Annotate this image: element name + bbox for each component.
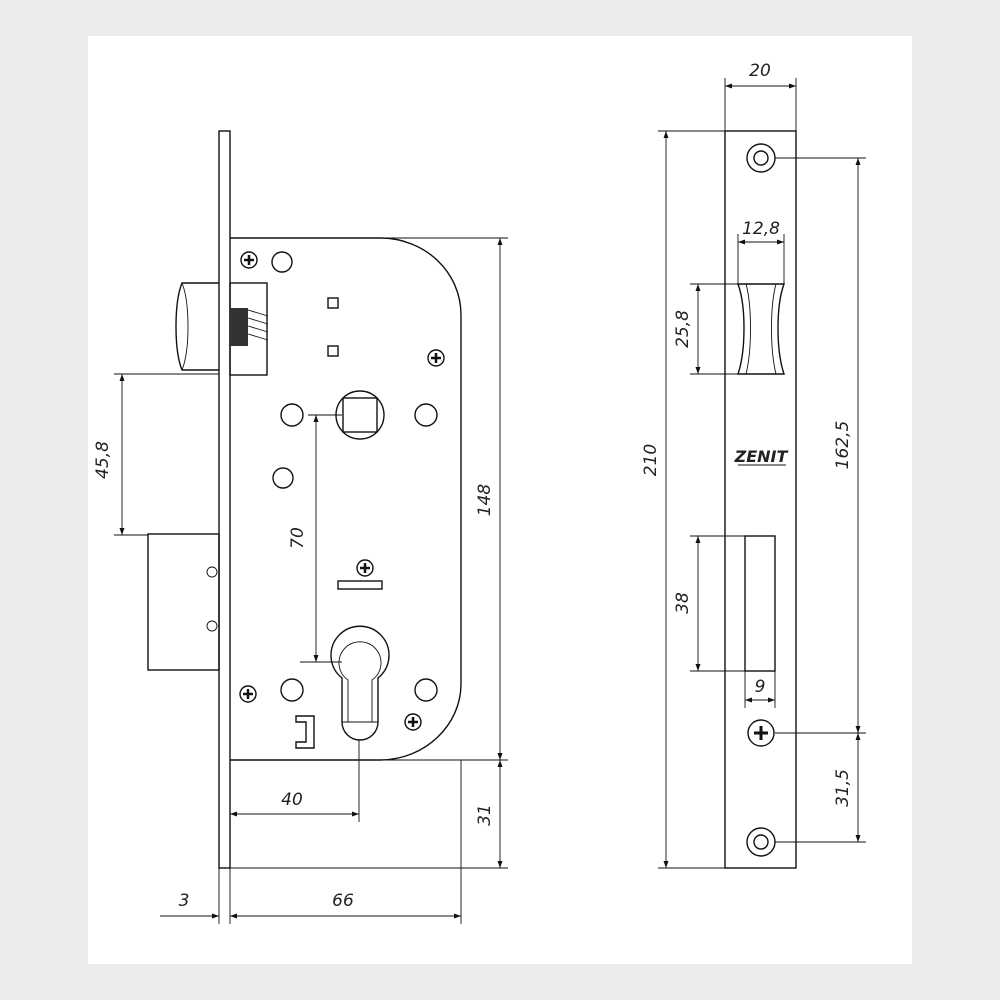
case-screw — [240, 251, 258, 269]
dim-label: 31,5 — [833, 769, 853, 807]
faceplate-front — [724, 130, 797, 869]
faceplate-side — [218, 130, 231, 869]
dim-bolt-offset: 45,8 — [93, 373, 219, 536]
dim-faceplate-width: 20 — [724, 61, 797, 131]
dim-handle-to-cylinder: 70 — [288, 414, 342, 663]
case-hole — [414, 678, 438, 702]
dim-latch-height: 25,8 — [673, 283, 738, 375]
mounting-hole-bottom — [746, 827, 776, 857]
pin-square-bottom — [327, 345, 339, 357]
slot — [337, 580, 383, 590]
dim-deadbolt-width: 9 — [744, 671, 776, 708]
dim-label: 25,8 — [673, 310, 693, 348]
dim-label: 9 — [755, 677, 766, 697]
dim-label: 12,8 — [742, 219, 780, 239]
cylinder-cutout — [330, 625, 390, 741]
case-hole — [280, 403, 304, 427]
latch-bolt — [175, 282, 269, 376]
pin-square-top — [327, 297, 339, 309]
dim-backset: 40 — [230, 740, 360, 822]
case-screw — [239, 685, 257, 703]
dim-screw-to-hole: 31,5 — [775, 733, 866, 843]
dim-label: 3 — [179, 891, 190, 911]
deadbolt-front — [744, 535, 776, 672]
dim-label: 40 — [281, 790, 303, 810]
dim-mounting-holes: 162,5 — [775, 157, 866, 734]
mounting-hole-top — [746, 143, 776, 173]
case-hole — [280, 678, 304, 702]
front-view: ZENIT 20 12,8 — [641, 61, 866, 869]
lock-case — [230, 237, 462, 761]
latch-front — [737, 283, 785, 375]
dim-faceplate-length: 210 — [641, 130, 725, 869]
deadbolt — [147, 533, 220, 671]
case-screw — [356, 559, 374, 577]
handle-follower — [335, 390, 385, 440]
dim-label: 162,5 — [833, 421, 853, 470]
bracket — [295, 715, 315, 749]
case-hole — [414, 403, 438, 427]
case-screw — [427, 349, 445, 367]
dim-case-height: 148 — [380, 237, 508, 761]
dim-label: 20 — [749, 61, 771, 81]
side-view: 45,8 70 148 31 40 — [93, 130, 508, 924]
dim-latch-width: 12,8 — [737, 219, 785, 284]
faceplate-screw — [747, 719, 775, 747]
dim-label: 45,8 — [93, 441, 113, 479]
dim-label: 31 — [475, 804, 495, 826]
brand-logo: ZENIT — [734, 447, 789, 466]
dim-label: 148 — [475, 484, 495, 517]
case-hole — [272, 467, 294, 489]
dim-bottom-gap: 31 — [230, 760, 508, 869]
dim-label: 38 — [673, 592, 693, 614]
dim-case-depth: 3 66 — [160, 760, 462, 924]
case-hole — [271, 251, 293, 273]
dim-label: 210 — [641, 444, 661, 476]
case-screw — [404, 713, 422, 731]
dim-label: 66 — [332, 891, 354, 911]
dim-deadbolt-height: 38 — [673, 535, 745, 672]
dim-label: 70 — [288, 527, 308, 549]
